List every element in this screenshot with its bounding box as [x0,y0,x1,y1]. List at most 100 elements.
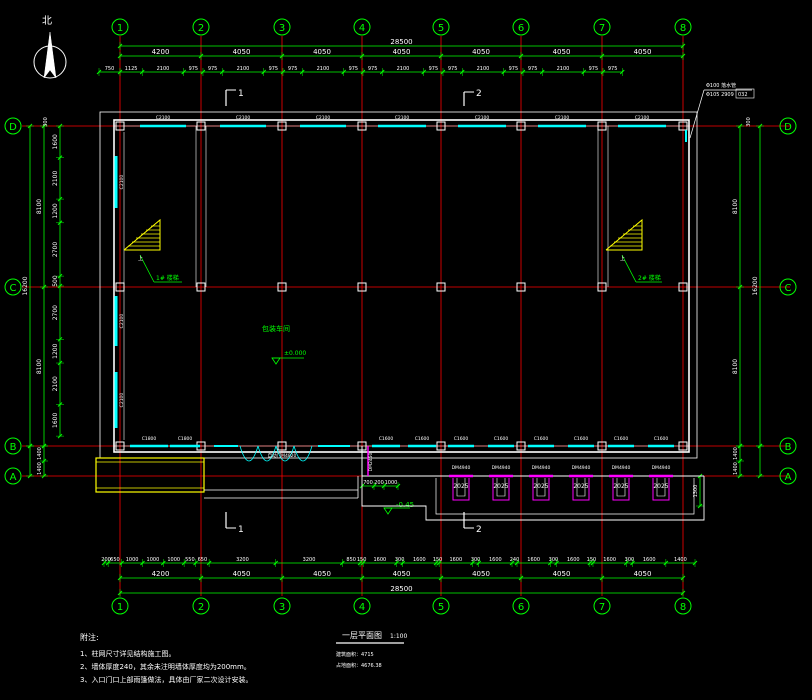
dim-bays-top-text: 4050 [393,48,411,56]
dim-left-inner-text: 2700 [52,242,59,257]
window-label-top: C2100 [555,115,570,121]
dim-bays-bottom-text: 4050 [393,570,411,578]
column [277,441,287,451]
dim-sub-bottom-text: 3200 [236,557,249,563]
axis-bubble [273,597,291,615]
dim-sub-top-text: 975 [349,66,359,72]
axis-label-A: A [10,472,17,483]
axis-bubble [432,597,450,615]
dim-sub-top-text: 750 [105,66,115,72]
axis-bubble [674,597,692,615]
dim-left-inner-text: 1600 [52,413,59,428]
dock-leveler-inner [496,478,506,497]
axis-label-6: 6 [518,23,524,34]
dim-sub-bottom-text: 150 [357,557,367,563]
axis-bubble [192,18,210,36]
column [516,441,526,451]
window-label-top: C2100 [395,115,410,121]
dim-sub-top-text: 975 [448,66,458,72]
axis-label-8: 8 [680,23,686,34]
dock-dim: 2025 [493,483,508,490]
dim-sub-top-text: 2100 [477,66,490,72]
area-1: 建筑面积：4715 [336,651,374,658]
window-label-bottom-right: C1600 [415,436,430,442]
area-2: 占地面积：4676.38 [336,662,382,669]
window-label-bottom-right: C1600 [454,436,469,442]
north-arrow: 北 [33,15,67,79]
dim-left-inner-text: 1200 [52,203,59,218]
dim-sub-bottom-text: 240 [510,557,520,563]
dim-bays-bottom-text: 4050 [553,570,571,578]
dock-label-small: DM2450 [368,452,374,471]
room-label: 包装车间 [262,324,290,333]
dim-sub-bottom-text: 300 [625,557,635,563]
dim-right-small-text: 1400 [733,462,739,475]
north-label: 北 [42,15,52,27]
window-label-top: C2100 [236,115,251,121]
window-label-bottom-left: C1800 [142,436,157,442]
dim-sub-bottom-text: 1000 [167,557,180,563]
column [678,441,688,451]
windows [114,124,687,501]
axis-label-B: B [785,442,792,453]
window-label-top: C2100 [635,115,650,121]
door-swing [239,445,259,462]
dim-sub-bottom-text: 1600 [449,557,462,563]
dim-sub-bottom-text: 650 [110,557,120,563]
column [196,121,206,131]
downspout-num: 032 [738,92,748,98]
axis-bubble [779,117,797,135]
dim-left-inner-text: 2700 [52,305,59,320]
section-mark-2-top: 2 [476,89,482,99]
dim-sub-bottom-text: 1000 [126,557,139,563]
dim-sub-top-text: 2100 [237,66,250,72]
column [436,441,446,451]
window-label-top: C2100 [156,115,171,121]
axis-bubble [593,18,611,36]
dim-sub-bottom-text: 1000 [147,557,160,563]
column [357,121,367,131]
window-label-bottom-right: C1600 [614,436,629,442]
dim-sub-bottom-text: 1600 [567,557,580,563]
dim-left-inner-text: 2100 [52,171,59,186]
column [597,441,607,451]
dim-left-inner-text: 500 [52,275,59,287]
dim-dock-right-text: 1300 [693,485,699,498]
axis-label-2: 2 [198,23,204,34]
dim-sub-bottom-text: 1600 [527,557,540,563]
window-label-top: C2100 [475,115,490,121]
axis-label-5: 5 [438,23,444,34]
door-label-bottom: 自动门M4820 [268,452,297,459]
stair-right-mark: 上 [620,255,625,262]
section-mark-1-bottom: 1 [238,525,244,535]
note-3: 3、入口门口上部雨篷做法，具体由厂家二次设计安装。 [80,675,252,684]
elevation-dock: -0.45 [396,501,414,509]
dock-leveler-inner [616,478,626,497]
elevation-dock-mark [383,507,410,515]
window-label-bottom-left: C1800 [178,436,193,442]
dim-sub-bottom-text: 1600 [643,557,656,563]
axis-label-D: D [9,122,17,133]
axis-bubble [111,18,129,36]
axis-label-1: 1 [117,602,123,613]
dim-left-outer-text: 16200 [22,276,29,295]
axis-label-2: 2 [198,602,204,613]
dock-label: DM4940 [492,465,511,471]
dim-sub-bottom-text: 150 [587,557,597,563]
dim-sub-top-text: 975 [368,66,378,72]
dim-left-mid-text: 8100 [36,359,43,374]
column [115,121,125,131]
dim-sub-bottom-text: 1400 [674,557,687,563]
dim-sub-bottom-text: 850 [346,557,356,563]
window-label-bottom-right: C1600 [654,436,669,442]
dim-bays-top-text: 4050 [472,48,490,56]
dim-dock-sub-text: 1000 [385,480,398,486]
section-marks [225,89,474,529]
dock-leveler [532,478,550,501]
column [516,121,526,131]
dock-leveler [572,478,590,501]
axis-label-7: 7 [599,602,605,613]
dim-sub-top-text: 975 [288,66,298,72]
column [357,282,367,292]
dim-sub-bottom-text: 1600 [489,557,502,563]
